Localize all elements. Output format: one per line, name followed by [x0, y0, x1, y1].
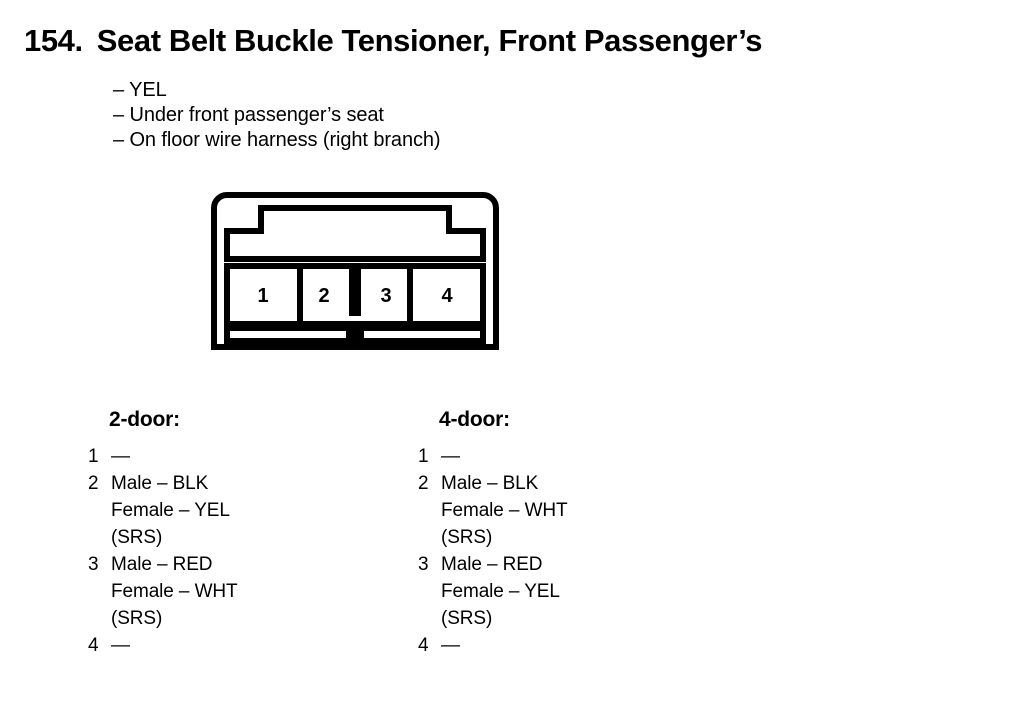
pin-values: — [441, 443, 460, 470]
connector-bottom-bar-left [224, 325, 352, 344]
pin-values: Male – BLK Female – WHT (SRS) [441, 470, 568, 551]
pin-row: 3 Male – RED Female – YEL (SRS) [418, 551, 568, 632]
pin-value-line: — [111, 635, 130, 656]
pin-values: — [111, 443, 130, 470]
pin-value-line: Male – RED [441, 554, 543, 575]
pin-row-list: 1 — 2 Male – BLK Female – WHT (SRS) 3 Ma… [418, 443, 568, 659]
pin-value-line: Male – RED [111, 554, 213, 575]
pin-value-line: Female – WHT [441, 500, 568, 521]
note-line: – YEL [113, 79, 167, 101]
pin-index: 4 [418, 635, 429, 656]
pin-value-line: Male – BLK [111, 473, 209, 494]
connector-pin-number-1: 1 [257, 285, 268, 307]
pin-column-heading: 4-door: [439, 408, 510, 431]
pin-column-heading: 2-door: [109, 408, 180, 431]
connector-latch-tab [224, 205, 486, 262]
pin-column-2-door: 2-door: 1 — 2 Male – BLK Female – YEL (S… [88, 408, 238, 659]
connector-pin-number-2: 2 [318, 285, 329, 307]
pin-index: 4 [88, 635, 99, 656]
pin-index: 3 [418, 554, 429, 575]
pin-index: 1 [88, 446, 99, 467]
connector-bottom-bar-right [358, 325, 486, 344]
pin-row: 4 — [418, 632, 568, 659]
pin-value-line: Female – YEL [111, 500, 230, 521]
connector-outer-shell [211, 192, 499, 350]
pin-values: Male – RED Female – WHT (SRS) [111, 551, 238, 632]
connector-diagram: 1 2 3 4 [211, 192, 499, 350]
pin-value-line: Female – YEL [441, 581, 560, 602]
pin-row: 1 — [88, 443, 238, 470]
pin-value-line: — [441, 635, 460, 656]
pin-values: — [111, 632, 130, 659]
pin-values: Male – BLK Female – YEL (SRS) [111, 470, 230, 551]
pin-value-line: Male – BLK [441, 473, 539, 494]
note-line: – Under front passenger’s seat [113, 104, 384, 126]
pin-row: 1 — [418, 443, 568, 470]
pin-index: 2 [88, 473, 99, 494]
pin-row: 2 Male – BLK Female – WHT (SRS) [418, 470, 568, 551]
page-title: 154. Seat Belt Buckle Tensioner, Front P… [24, 23, 763, 59]
pin-index: 2 [418, 473, 429, 494]
pin-value-line: — [111, 446, 130, 467]
pin-row-list: 1 — 2 Male – BLK Female – YEL (SRS) 3 Ma… [88, 443, 238, 659]
pin-row: 4 — [88, 632, 238, 659]
pin-value-line: (SRS) [111, 608, 163, 629]
note-line: – On floor wire harness (right branch) [113, 129, 441, 151]
pin-values: — [441, 632, 460, 659]
pin-index: 1 [418, 446, 429, 467]
pin-value-line: — [441, 446, 460, 467]
connector-pin-number-3: 3 [380, 285, 391, 307]
page-title-number: 154. [24, 23, 83, 58]
connector-pin-number-4: 4 [441, 285, 453, 307]
pin-value-line: (SRS) [441, 527, 493, 548]
pin-value-line: Female – WHT [111, 581, 238, 602]
pin-value-line: (SRS) [441, 608, 493, 629]
notes-list: – YEL – Under front passenger’s seat – O… [113, 78, 441, 153]
connector-center-divider [349, 263, 361, 316]
pin-value-line: (SRS) [111, 527, 163, 548]
pin-index: 3 [88, 554, 99, 575]
page-title-text: Seat Belt Buckle Tensioner, Front Passen… [96, 23, 763, 58]
pin-row: 3 Male – RED Female – WHT (SRS) [88, 551, 238, 632]
pin-row: 2 Male – BLK Female – YEL (SRS) [88, 470, 238, 551]
pin-column-4-door: 4-door: 1 — 2 Male – BLK Female – WHT (S… [418, 408, 568, 659]
pin-values: Male – RED Female – YEL (SRS) [441, 551, 560, 632]
